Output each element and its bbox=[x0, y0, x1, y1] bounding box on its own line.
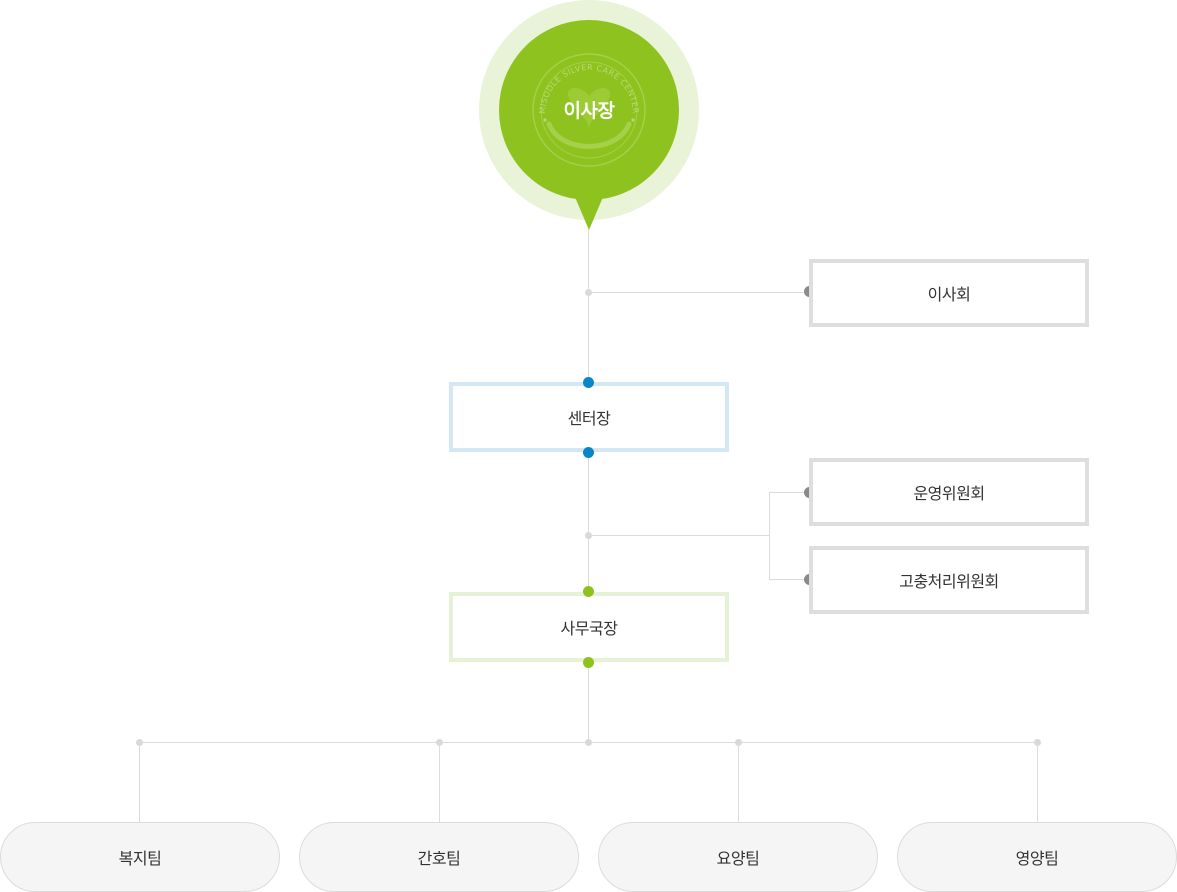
committee-operations-box: 운영위원회 bbox=[809, 458, 1089, 526]
root-title: 이사장 bbox=[563, 100, 615, 122]
main-connector-bottom bbox=[588, 662, 589, 743]
office-director-box: 사무국장 bbox=[449, 592, 729, 662]
center-director-box: 센터장 bbox=[449, 382, 729, 452]
center-bottom-dot bbox=[583, 447, 594, 458]
team-4-connector bbox=[1037, 742, 1038, 822]
committee-connector bbox=[589, 535, 769, 536]
team-nursing-label: 간호팀 bbox=[417, 849, 461, 868]
team-nutrition-label: 영양팀 bbox=[1015, 849, 1059, 868]
team-3-connector bbox=[738, 742, 739, 822]
board-label: 이사회 bbox=[927, 285, 971, 304]
board-connector bbox=[589, 292, 809, 293]
committee-2-connector bbox=[769, 579, 809, 580]
committee-grievance-box: 고충처리위원회 bbox=[809, 546, 1089, 614]
center-top-dot bbox=[583, 377, 594, 388]
team-1-connector bbox=[139, 742, 140, 822]
office-director-label: 사무국장 bbox=[560, 619, 618, 638]
team-nursing: 간호팀 bbox=[299, 822, 579, 892]
team-nutrition: 영양팀 bbox=[897, 822, 1177, 892]
committee-1-connector bbox=[769, 492, 809, 493]
center-director-label: 센터장 bbox=[567, 409, 611, 428]
office-bottom-dot bbox=[583, 657, 594, 668]
team-care-label: 요양팀 bbox=[716, 849, 760, 868]
emblem-logo: MISODLE SILVER CARE CENTER bbox=[532, 53, 646, 167]
committee-grievance-label: 고충처리위원회 bbox=[899, 572, 999, 591]
committee-operations-label: 운영위원회 bbox=[913, 484, 985, 503]
team-2-connector bbox=[439, 742, 440, 822]
committee-junction-dot bbox=[585, 532, 592, 539]
team-welfare-label: 복지팀 bbox=[118, 849, 162, 868]
main-connector-top bbox=[588, 229, 589, 382]
committee-bracket bbox=[769, 492, 770, 580]
team-welfare: 복지팀 bbox=[0, 822, 280, 892]
board-box: 이사회 bbox=[809, 259, 1089, 327]
team-care: 요양팀 bbox=[598, 822, 878, 892]
office-top-dot bbox=[583, 586, 594, 597]
board-junction-dot bbox=[585, 289, 592, 296]
teams-junction-dot bbox=[585, 739, 592, 746]
main-connector-middle bbox=[588, 452, 589, 592]
